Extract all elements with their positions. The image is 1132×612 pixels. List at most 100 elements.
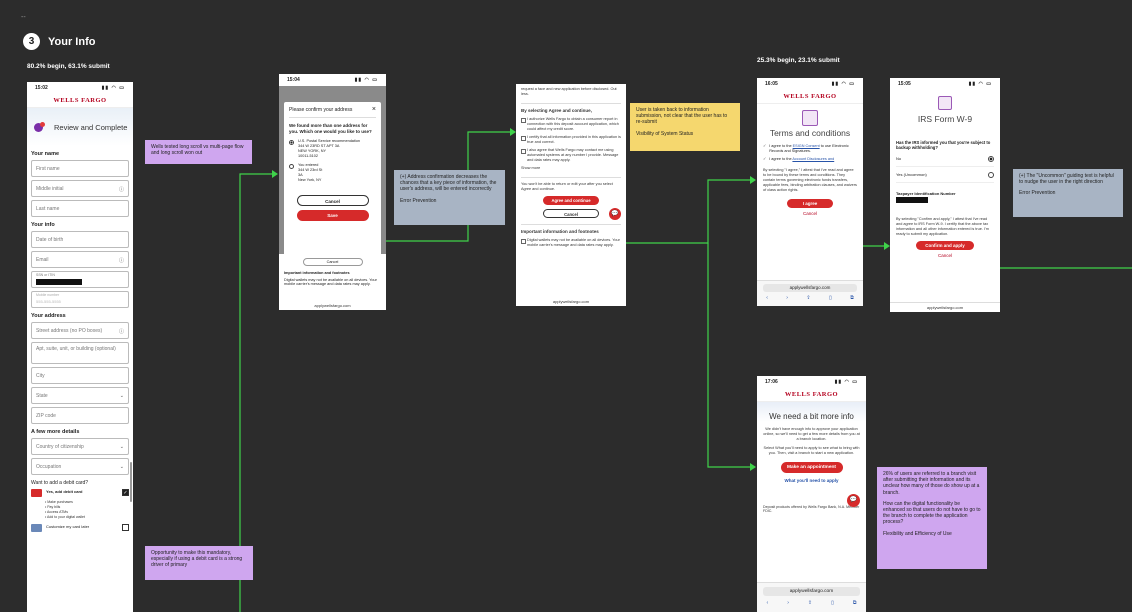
check-icon: ✓ bbox=[763, 157, 767, 161]
cancel-button[interactable]: Cancel bbox=[296, 195, 369, 206]
connector-p4-p6 bbox=[707, 243, 750, 468]
agree-item: I certify that all information provided … bbox=[521, 135, 621, 145]
forward-icon[interactable]: › bbox=[787, 600, 789, 606]
esign-row[interactable]: ✓I agree to the ESIGN Consent to use Ele… bbox=[763, 144, 849, 153]
debit-checkbox[interactable]: ✓ bbox=[122, 489, 129, 496]
cancel-button-behind[interactable]: Cancel bbox=[302, 258, 363, 266]
scrollbar[interactable] bbox=[130, 462, 132, 502]
cancel-link[interactable]: Cancel bbox=[802, 211, 817, 216]
info-icon[interactable]: ⓘ bbox=[118, 258, 124, 264]
radio-unselected[interactable] bbox=[988, 172, 994, 178]
back-icon[interactable]: ‹ bbox=[766, 600, 769, 606]
first-name-field[interactable]: First name bbox=[31, 160, 129, 177]
occupation-select[interactable]: Occupation⌄ bbox=[31, 458, 129, 475]
page-title: IRS Form W-9 bbox=[917, 114, 973, 124]
agree-button[interactable]: I agree bbox=[787, 199, 833, 208]
bookmarks-icon[interactable]: ▯ bbox=[829, 295, 832, 301]
wells-fargo-logo: WELLS FARGO bbox=[757, 388, 866, 402]
info-icon[interactable]: ⓘ bbox=[118, 187, 124, 193]
note-uncommon: (+) The "Uncommon" guiding text is helpf… bbox=[1013, 169, 1123, 217]
url-bar[interactable]: applywellsfargo.com bbox=[763, 284, 857, 292]
url-bar[interactable]: applywellsfargo.com bbox=[279, 303, 386, 308]
document-icon bbox=[802, 110, 818, 126]
info-paragraph: Select What you'll need to apply to see … bbox=[763, 445, 860, 455]
stat-right: 25.3% begin, 23.1% submit bbox=[757, 57, 840, 64]
option-yes[interactable]: Yes (Uncommon) bbox=[896, 172, 994, 183]
agree-item: I also agree that Wells Fargo may contac… bbox=[521, 148, 621, 163]
step-number-badge: 3 bbox=[23, 33, 40, 50]
radio-unselected[interactable] bbox=[289, 164, 294, 169]
connector-p3-p4 bbox=[596, 179, 750, 244]
last-name-field[interactable]: Last name bbox=[31, 200, 129, 217]
note-branch: 26% of users are referred to a branch vi… bbox=[877, 467, 987, 569]
phone-terms: 16:05▮▮ ◠ ▭ WELLS FARGO Terms and condit… bbox=[757, 78, 863, 306]
apt-field[interactable]: Apt, suite, unit, or building (optional) bbox=[31, 342, 129, 364]
disclosures-link[interactable]: Account Disclosures and bbox=[792, 157, 835, 161]
phone-agree-continue: request a face and new application befor… bbox=[516, 84, 626, 306]
ssn-field[interactable]: SSN or ITIN bbox=[31, 271, 129, 288]
hero: Review and Complete bbox=[27, 108, 133, 146]
board-dash: -- bbox=[21, 14, 26, 21]
url-bar[interactable]: applywellsfargo.com bbox=[763, 587, 860, 596]
chat-icon[interactable]: 💬 bbox=[847, 494, 860, 507]
state-select[interactable]: State⌄ bbox=[31, 387, 129, 404]
what-you-need-link[interactable]: What you'll need to apply bbox=[784, 477, 839, 483]
status-bar: 17:06▮▮ ◠ ▭ bbox=[765, 379, 858, 385]
show-more-link[interactable]: Show more bbox=[521, 166, 541, 170]
confirm-apply-button[interactable]: Confirm and apply bbox=[916, 241, 974, 250]
make-appointment-button[interactable]: Make an appointment bbox=[780, 461, 843, 473]
debit-bullets: • Make purchases • Pay bills • Access AT… bbox=[45, 500, 85, 519]
cancel-link[interactable]: Cancel bbox=[937, 253, 952, 258]
info-icon[interactable]: ⓘ bbox=[118, 329, 124, 335]
cancel-button[interactable]: Cancel bbox=[543, 209, 599, 218]
address-modal: Please confirm your address× We found mo… bbox=[284, 102, 381, 274]
zip-field[interactable]: ZIP code bbox=[31, 407, 129, 424]
disclosures-row[interactable]: ✓I agree to the Account Disclosures and bbox=[763, 157, 835, 161]
radio-selected[interactable] bbox=[988, 156, 994, 162]
customize-checkbox[interactable] bbox=[122, 524, 129, 531]
bookmarks-icon[interactable]: ▯ bbox=[831, 600, 834, 606]
wells-fargo-logo: WELLS FARGO bbox=[757, 90, 863, 104]
city-field[interactable]: City bbox=[31, 367, 129, 384]
citizenship-select[interactable]: Country of citizenship⌄ bbox=[31, 438, 129, 455]
browser-bar: applywellsfargo.com ‹ › ⇪ ▯ ⧉ bbox=[757, 280, 863, 306]
option-no[interactable]: No bbox=[896, 156, 994, 167]
phone-review-complete: 15:02▮▮ ◠ ▭ WELLS FARGO Review and Compl… bbox=[27, 82, 133, 612]
chat-icon[interactable]: 💬 bbox=[609, 208, 621, 220]
forward-icon[interactable]: › bbox=[786, 295, 788, 301]
terms-paragraph: By selecting "I agree," I attest that I'… bbox=[763, 168, 857, 192]
share-icon[interactable]: ⇪ bbox=[807, 600, 813, 606]
url-bar[interactable]: applywellsfargo.com bbox=[552, 299, 590, 304]
save-button[interactable]: Save bbox=[296, 210, 369, 221]
page-behind: Cancel Important information and footnot… bbox=[279, 254, 386, 310]
withholding-question: Has the IRS informed you that you're sub… bbox=[896, 140, 991, 150]
debit-card-option[interactable]: Yes, add debit card ✓ bbox=[31, 489, 129, 497]
close-icon[interactable]: × bbox=[371, 106, 376, 113]
note-long-scroll: Wells tested long scroll vs multi-page f… bbox=[145, 140, 252, 164]
tabs-icon[interactable]: ⧉ bbox=[850, 295, 854, 301]
footnotes-heading: Important information and footnotes bbox=[521, 224, 621, 234]
agree-continue-button[interactable]: Agree and continue bbox=[543, 196, 599, 205]
esign-link[interactable]: ESIGN Consent bbox=[792, 144, 820, 148]
notice-text: You won't be able to return or edit your… bbox=[521, 177, 621, 192]
phone-irs-w9: 15:05▮▮ ◠ ▭ IRS Form W-9 Has the IRS inf… bbox=[890, 78, 1000, 312]
tabs-icon[interactable]: ⧉ bbox=[852, 600, 857, 606]
check-icon: ✓ bbox=[763, 144, 767, 148]
dob-field[interactable]: Date of birth bbox=[31, 231, 129, 248]
customize-card-option[interactable]: Customize my card later bbox=[31, 524, 129, 532]
radio-selected[interactable] bbox=[289, 140, 294, 145]
street-field[interactable]: Street address (no PO boxes)ⓘ bbox=[31, 322, 129, 339]
status-bar: 15:02▮▮ ◠ ▭ bbox=[35, 85, 125, 91]
back-icon[interactable]: ‹ bbox=[766, 295, 768, 301]
footnote-item: Digital wallets may not be available on … bbox=[521, 238, 621, 248]
info-paragraph: We didn't have enough info to approve yo… bbox=[763, 426, 860, 441]
section-info: Your info bbox=[31, 222, 55, 228]
share-icon[interactable]: ⇪ bbox=[806, 295, 811, 301]
browser-nav: ‹ › ⇪ ▯ ⧉ bbox=[757, 295, 863, 301]
url-bar[interactable]: applywellsfargo.com bbox=[890, 302, 1000, 310]
